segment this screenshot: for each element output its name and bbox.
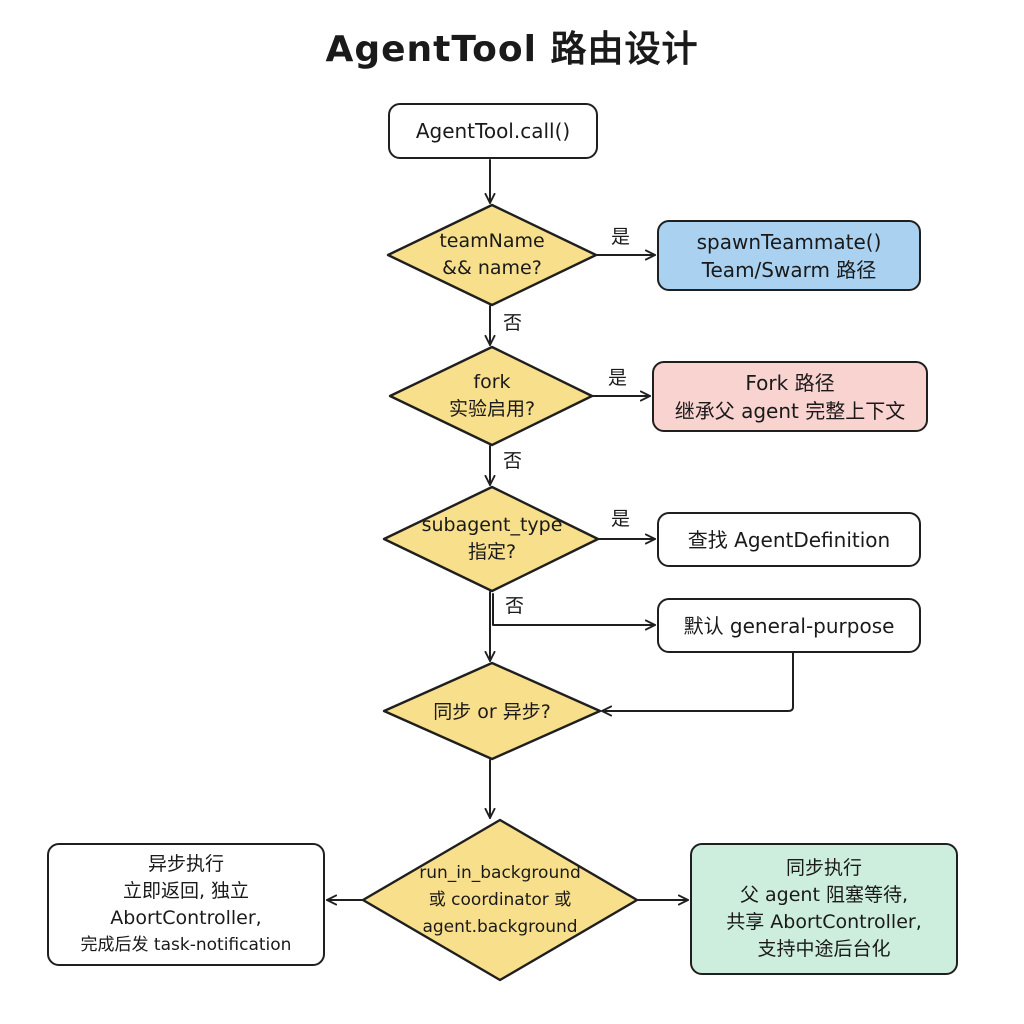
decision-subagent-line-2: 指定? xyxy=(467,541,517,563)
decision-subagent-line-1: subagent_type xyxy=(421,514,563,536)
node-fork-path-line-2: 继承父 agent 完整上下文 xyxy=(674,398,906,423)
node-default-general-purpose-label: 默认 general-purpose xyxy=(683,613,895,638)
node-lookup-definition: 查找 AgentDefinition xyxy=(657,512,921,567)
decision-team: teamName && name? xyxy=(402,225,582,285)
edge-subagent-no-default xyxy=(492,593,656,631)
node-async-exec-line-4: 完成后发 task-notification xyxy=(80,934,292,955)
edge-default-to-sync xyxy=(601,652,794,717)
node-async-exec: 异步执行 立即返回, 独立 AbortController, 完成后发 task… xyxy=(47,843,325,966)
node-sync-exec: 同步执行 父 agent 阻塞等待, 共享 AbortController, 支… xyxy=(690,843,958,975)
edge-label-subagent-no: 否 xyxy=(505,595,525,617)
decision-background-line-3: agent.background xyxy=(422,916,578,937)
node-sync-exec-line-1: 同步执行 xyxy=(785,857,862,879)
node-team-path-line-2: Team/Swarm 路径 xyxy=(701,257,877,282)
decision-background-shape xyxy=(361,818,639,982)
decision-sync-shape xyxy=(382,661,602,761)
decision-subagent: subagent_type 指定? xyxy=(396,509,588,569)
node-sync-exec-line-3: 共享 AbortController, xyxy=(726,911,922,933)
decision-fork-shape xyxy=(388,345,594,447)
node-lookup-definition-label: 查找 AgentDefinition xyxy=(687,527,891,552)
decision-team-shape xyxy=(386,203,598,307)
edge-label-subagent-yes: 是 xyxy=(611,508,631,530)
node-async-exec-line-3: AbortController, xyxy=(110,906,262,929)
decision-sync: 同步 or 异步? xyxy=(396,696,588,728)
edge-label-team-yes: 是 xyxy=(611,226,631,248)
decision-fork: fork 实验启用? xyxy=(402,366,582,426)
node-fork-path: Fork 路径 继承父 agent 完整上下文 xyxy=(652,361,928,432)
decision-fork-line-1: fork xyxy=(473,371,511,393)
node-team-path: spawnTeammate() Team/Swarm 路径 xyxy=(657,220,921,291)
decision-background-line-2: 或 coordinator 或 xyxy=(428,889,572,910)
edge-label-fork-yes: 是 xyxy=(608,367,628,389)
decision-background: run_in_background 或 coordinator 或 agent.… xyxy=(378,855,622,945)
node-async-exec-line-2: 立即返回, 独立 xyxy=(122,879,250,902)
diagram-title: AgentTool 路由设计 xyxy=(325,29,699,70)
node-team-path-line-1: spawnTeammate() xyxy=(696,229,882,254)
edge-label-team-no: 否 xyxy=(503,312,523,334)
node-sync-exec-line-4: 支持中途后台化 xyxy=(757,938,891,960)
node-default-general-purpose: 默认 general-purpose xyxy=(657,598,921,653)
node-start-label: AgentTool.call() xyxy=(415,119,571,143)
node-fork-path-line-1: Fork 路径 xyxy=(745,370,835,395)
node-sync-exec-line-2: 父 agent 阻塞等待, xyxy=(739,884,908,906)
decision-team-line-1: teamName xyxy=(439,230,545,252)
node-start: AgentTool.call() xyxy=(388,103,598,159)
decision-team-line-2: && name? xyxy=(442,257,542,279)
node-async-exec-line-1: 异步执行 xyxy=(147,852,224,875)
edge-label-fork-no: 否 xyxy=(503,450,523,472)
decision-background-line-1: run_in_background xyxy=(419,862,581,883)
decision-fork-line-2: 实验启用? xyxy=(448,398,536,420)
decision-sync-line-1: 同步 or 异步? xyxy=(433,700,551,723)
decision-subagent-shape xyxy=(382,485,600,593)
